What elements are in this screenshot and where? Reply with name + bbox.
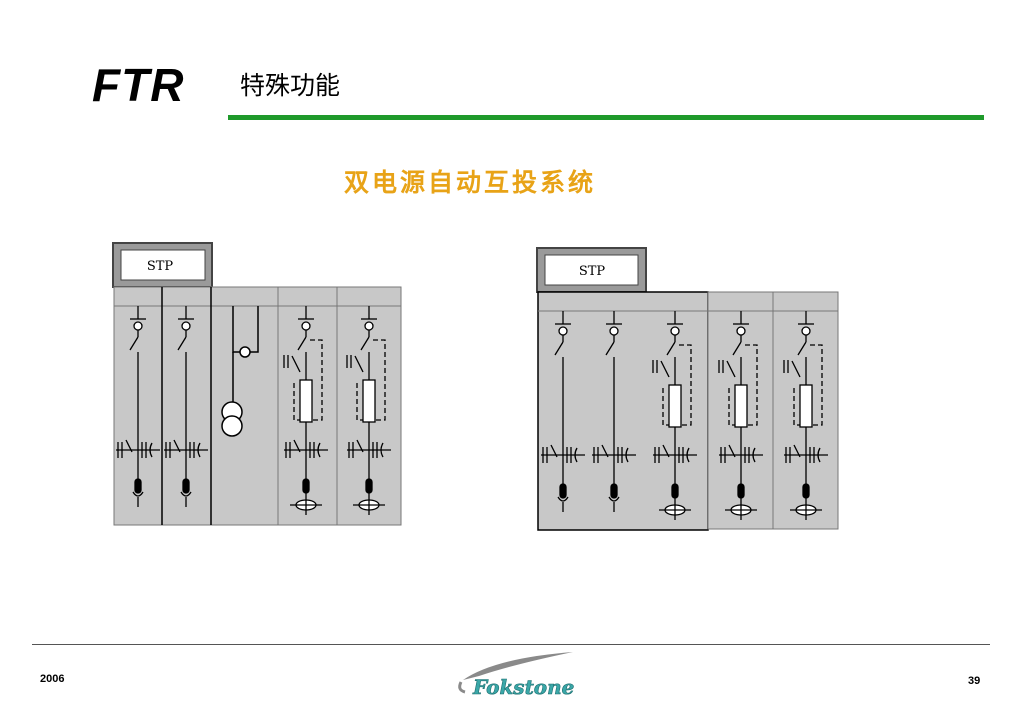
section-title: 特殊功能 <box>240 71 341 100</box>
stp-label-left: STP <box>147 259 174 274</box>
left-switchgear-group: STP <box>112 242 402 526</box>
fokstone-logo: Fokstone <box>458 652 575 699</box>
footer-divider <box>32 644 990 645</box>
page-number: 39 <box>968 675 981 687</box>
right-switchgear-group: STP <box>536 247 839 531</box>
diagram-title: 双电源自动互投系统 <box>343 168 596 197</box>
footer-year: 2006 <box>40 673 65 685</box>
stp-label-right: STP <box>579 264 606 279</box>
ftr-logo: FTR <box>92 59 185 111</box>
header-divider <box>228 115 984 120</box>
svg-text:Fokstone: Fokstone <box>472 675 574 699</box>
